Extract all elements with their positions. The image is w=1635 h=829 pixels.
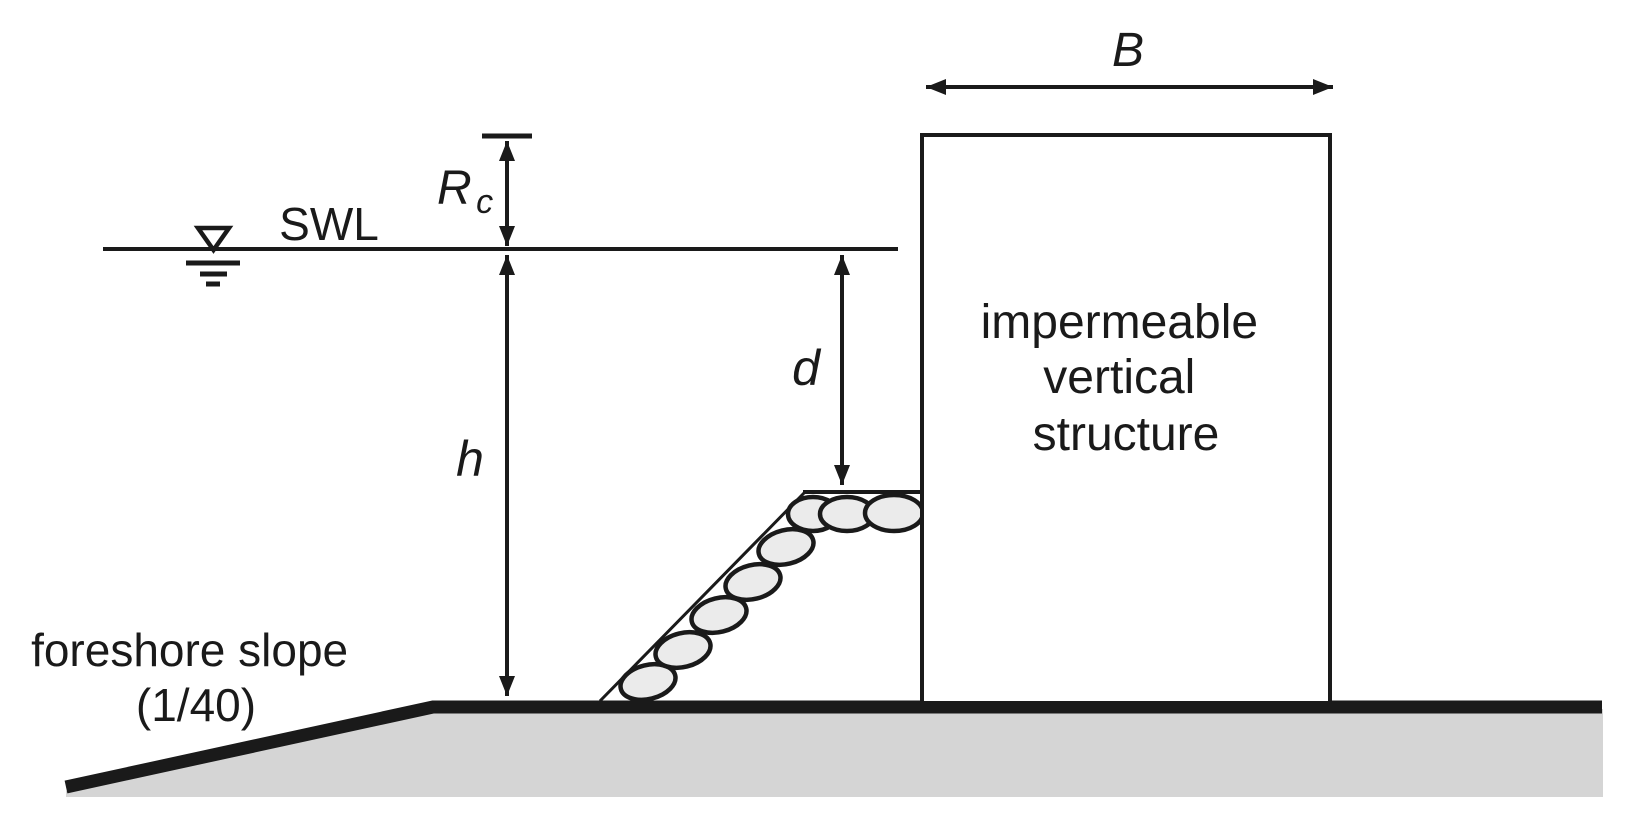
foreshore-caption: foreshore slope (1/40) [31, 624, 361, 731]
rc-label: R c [437, 162, 493, 221]
armour-stone [653, 629, 713, 671]
rc-label-main: R [437, 162, 472, 215]
h-label: h [456, 431, 484, 487]
structure-caption-line3: structure [1033, 408, 1220, 461]
structure-caption: impermeable vertical structure [981, 296, 1272, 461]
foreshore-caption-line1: foreshore slope [31, 624, 348, 676]
seabed-fill [66, 709, 1603, 797]
foreshore-caption-line2: (1/40) [136, 679, 256, 731]
rc-label-sub: c [476, 183, 493, 221]
rubble-mound [598, 490, 926, 703]
vertical-structure-box [920, 133, 1332, 705]
d-label: d [792, 340, 822, 396]
armour-stone [689, 594, 749, 636]
seabed-surface-line [64, 700, 1602, 794]
swl-label: SWL [279, 198, 379, 250]
armour-stone [862, 492, 926, 534]
water-level-icon [186, 225, 240, 287]
mound-slope-line [598, 490, 807, 703]
armour-stone [756, 526, 816, 568]
structure-caption-line1: impermeable [981, 296, 1258, 349]
b-label: B [1112, 24, 1144, 77]
armour-stone [618, 661, 678, 703]
structure-caption-line2: vertical [1043, 351, 1195, 404]
armour-stone [723, 561, 783, 603]
